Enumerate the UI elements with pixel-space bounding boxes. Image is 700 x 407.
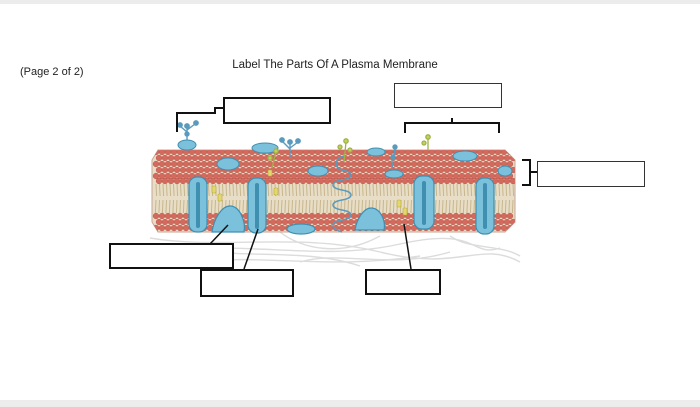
page-indicator: (Page 2 of 2) <box>20 66 84 78</box>
pointer-top-left <box>176 107 224 132</box>
cholesterol-molecules <box>211 169 408 216</box>
label-box-bottom-center-left[interactable] <box>200 269 294 297</box>
label-box-bottom-left[interactable] <box>109 243 234 269</box>
label-pointers <box>176 107 538 270</box>
glycolipid-sugars <box>267 134 431 169</box>
helix-protein <box>332 155 352 233</box>
bracket-right <box>522 159 538 186</box>
bracket-top <box>404 118 500 133</box>
protein-channels <box>196 181 487 229</box>
phospholipid-heads-top <box>152 150 515 185</box>
carbohydrate-chains <box>177 120 398 169</box>
label-box-bottom-center-right[interactable] <box>365 269 441 295</box>
label-box-right[interactable] <box>537 161 645 187</box>
pointer-bottom-center-left <box>243 228 259 270</box>
pointer-bottom-left <box>209 224 229 245</box>
diagram-title: Label The Parts Of A Plasma Membrane <box>232 59 438 71</box>
label-box-top-right[interactable] <box>394 83 502 108</box>
peripheral-proteins <box>177 139 513 179</box>
label-box-top-left[interactable] <box>223 97 331 124</box>
pointer-bottom-center-right <box>403 223 412 270</box>
